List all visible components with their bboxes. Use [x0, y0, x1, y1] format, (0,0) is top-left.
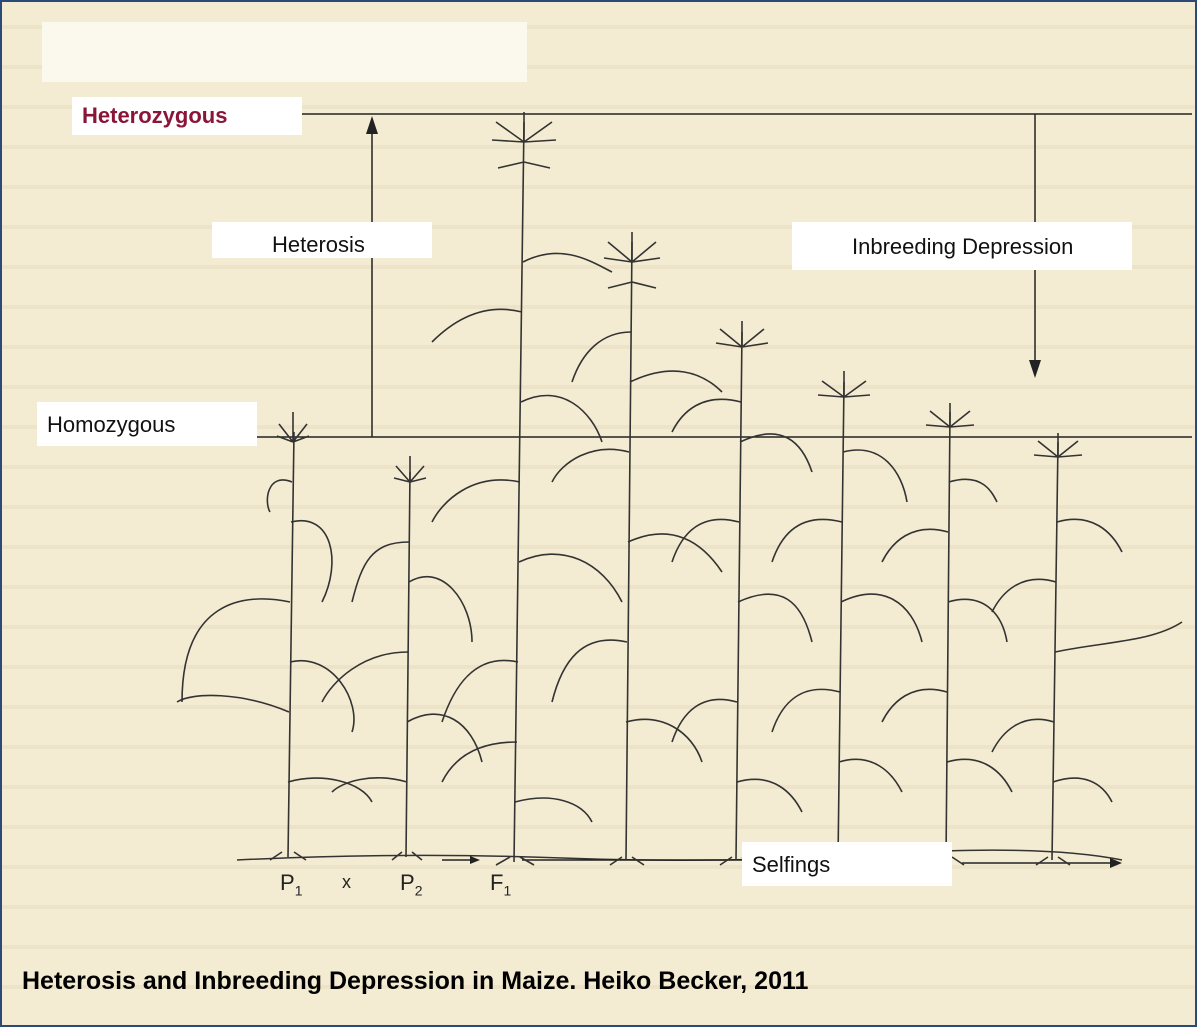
plant-s1	[552, 232, 722, 865]
selfings-label: Selfings	[742, 842, 952, 886]
plant-f1	[432, 112, 622, 865]
homozygous-label: Homozygous	[37, 402, 257, 446]
p1-label: P1	[280, 870, 302, 898]
plant-s2	[672, 321, 812, 865]
plant-p2	[322, 456, 482, 860]
f1-label: F1	[490, 870, 511, 898]
heterozygous-label: Heterozygous	[72, 97, 302, 135]
plant-s5	[992, 433, 1182, 865]
p2-label: P2	[400, 870, 422, 898]
p2-to-f1-arrow-head	[470, 856, 480, 864]
inbreeding-arrow-head	[1029, 360, 1041, 378]
figure-caption: Heterosis and Inbreeding Depression in M…	[22, 967, 808, 996]
ground-line	[237, 850, 1122, 860]
inbreeding-depression-label: Inbreeding Depression	[792, 222, 1132, 270]
cross-symbol: x	[342, 872, 351, 893]
heterosis-label: Heterosis	[212, 222, 432, 258]
plant-s4	[882, 403, 1012, 865]
plant-p1	[177, 412, 372, 860]
plant-s3	[772, 371, 922, 865]
heterosis-arrow-head	[366, 116, 378, 134]
